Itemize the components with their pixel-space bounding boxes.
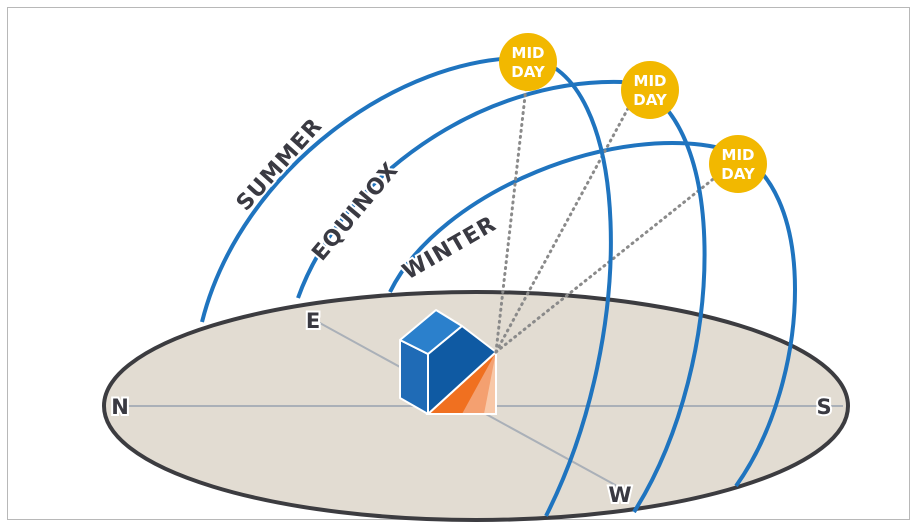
sun-label-line1: MID <box>634 72 667 90</box>
winter-arc-start <box>388 141 729 293</box>
sun-winter-midday: MID DAY <box>709 135 767 193</box>
sun-icon <box>709 135 767 193</box>
compass-north: N <box>111 395 129 419</box>
summer-arc-start <box>200 55 529 323</box>
building-roof <box>399 309 463 355</box>
sun-label-line1: MID <box>722 146 755 164</box>
ray-summer <box>494 68 530 354</box>
sun-label-line1: MID <box>512 44 545 62</box>
sun-label-line2: DAY <box>721 165 756 183</box>
sun-icon <box>499 33 557 91</box>
compass-east: E <box>306 309 320 333</box>
ray-equinox <box>494 88 640 354</box>
sun-icon <box>621 61 679 119</box>
sun-label-line2: DAY <box>633 91 668 109</box>
compass-south: S <box>816 395 831 419</box>
sun-equinox-midday: MID DAY <box>621 61 679 119</box>
compass-west: W <box>608 483 631 507</box>
sun-summer-midday: MID DAY <box>499 33 557 91</box>
summer-arc-end <box>527 56 613 517</box>
sun-label-line2: DAY <box>511 63 546 81</box>
equinox-arc-start <box>296 79 623 299</box>
